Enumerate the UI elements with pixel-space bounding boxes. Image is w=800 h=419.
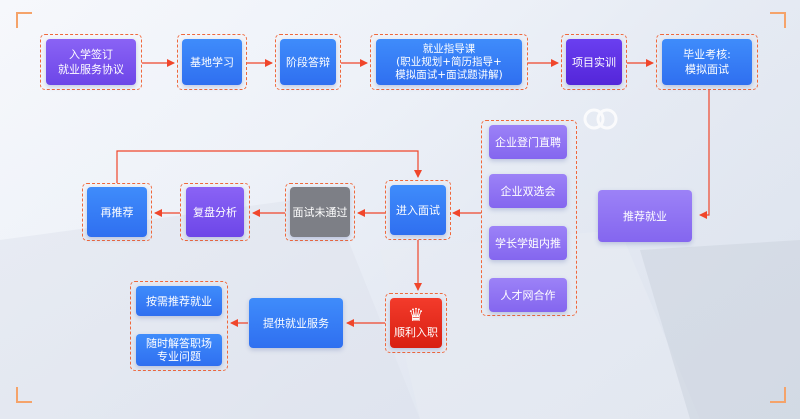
talent-network-node: 人才网合作 bbox=[489, 278, 567, 312]
dual-select-node: 企业双选会 bbox=[489, 174, 567, 208]
corner-decoration bbox=[770, 12, 786, 28]
project-training-node: 项目实训 bbox=[566, 39, 622, 85]
answer-questions-node: 随时解答职场 专业问题 bbox=[136, 334, 222, 366]
crown-icon: ♛ bbox=[407, 304, 425, 326]
corner-decoration bbox=[16, 387, 32, 403]
success-node: ♛ 顺利入职 bbox=[390, 298, 442, 348]
arrow bbox=[116, 150, 422, 183]
enterprise-visit-node: 企业登门直聘 bbox=[489, 125, 567, 159]
stage-defense-node: 阶段答辩 bbox=[280, 39, 336, 85]
corner-decoration bbox=[770, 387, 786, 403]
base-study-node: 基地学习 bbox=[182, 39, 242, 85]
graduation-exam-node: 毕业考核: 模拟面试 bbox=[662, 39, 752, 85]
on-demand-node: 按需推荐就业 bbox=[136, 286, 222, 316]
job-service-node: 提供就业服务 bbox=[249, 298, 343, 348]
alumni-referral-node: 学长学姐内推 bbox=[489, 226, 567, 260]
success-label: 顺利入职 bbox=[394, 325, 438, 339]
review-analysis-node: 复盘分析 bbox=[186, 187, 244, 237]
re-recommend-node: 再推荐 bbox=[87, 187, 147, 237]
corner-decoration bbox=[16, 12, 32, 28]
sign-agreement-node: 入学签订 就业服务协议 bbox=[46, 39, 136, 85]
interview-fail-node: 面试未通过 bbox=[290, 187, 350, 237]
arrow bbox=[699, 90, 710, 219]
recommend-job-node: 推荐就业 bbox=[598, 190, 692, 242]
interview-node: 进入面试 bbox=[390, 185, 446, 235]
career-course-node: 就业指导课 (职业规划+简历指导+ 模拟面试+面试题讲解) bbox=[376, 39, 522, 85]
